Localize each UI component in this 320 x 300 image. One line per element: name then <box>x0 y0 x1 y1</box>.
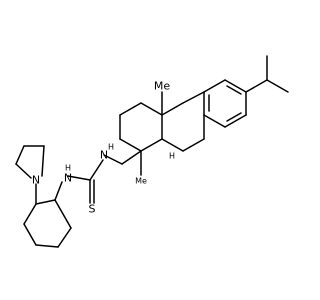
ring-methyl: Me <box>135 177 147 186</box>
sulfur-atom: S <box>89 203 96 216</box>
methylene-bond <box>121 150 142 165</box>
amine-n-top: N <box>100 149 108 162</box>
pyrrolidine-ring <box>15 145 45 205</box>
junction-methyl: Me <box>154 80 170 93</box>
thiourea-group <box>67 159 104 204</box>
pyrrolidine-n: N <box>32 174 40 187</box>
amine-h-bottom: H <box>65 164 71 173</box>
molecule-structure: N H N H S N Me Me H <box>15 55 289 248</box>
cyclohexane-ring <box>23 181 72 248</box>
ring-hydrogen: H <box>169 152 175 161</box>
aromatic-ring <box>203 79 247 128</box>
left-ring <box>119 102 163 152</box>
amine-n-bottom: N <box>64 172 72 185</box>
middle-ring <box>161 91 205 152</box>
structure-canvas: N H N H S N Me Me H <box>15 55 289 248</box>
amine-h-top: H <box>108 143 114 152</box>
ch2-n-bond <box>103 154 123 165</box>
isopropyl-group <box>245 55 289 93</box>
